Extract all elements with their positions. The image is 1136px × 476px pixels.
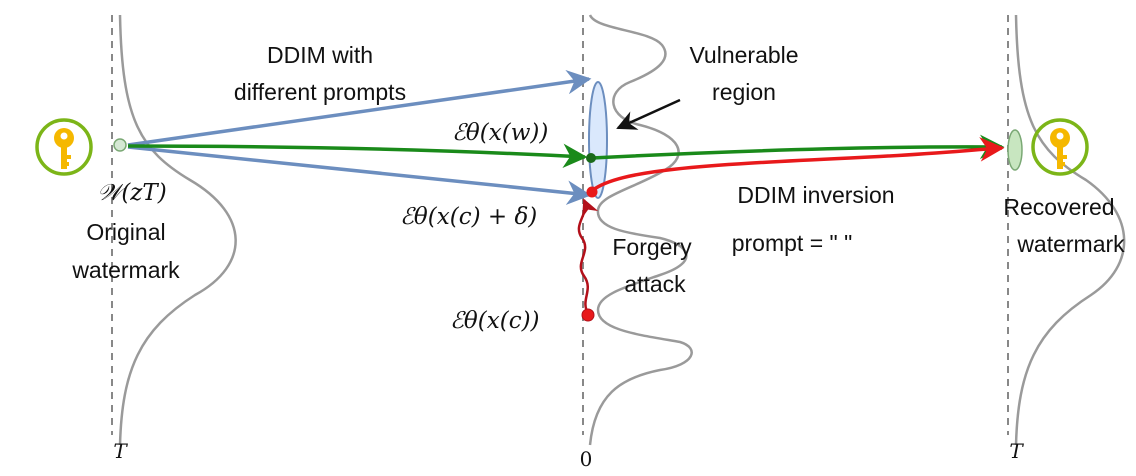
green-watermark-point: [586, 153, 596, 163]
ddim-inversion-label: DDIM inversion: [737, 182, 894, 208]
key-icon: [1031, 118, 1089, 176]
left-gaussian-curve: [118, 14, 237, 446]
original-watermark-label-line2: watermark: [71, 257, 180, 283]
blue-arrow-upper: [127, 69, 592, 147]
w-zt-label: 𝒲(zT): [97, 180, 167, 206]
red-forged-point: [586, 186, 598, 198]
vulnerable-region-label-line1: Vulnerable: [689, 42, 798, 68]
ddim-prompts-label-line2: different prompts: [234, 79, 406, 105]
vulnerable-region-ellipse: [588, 81, 608, 199]
forgery-attack-label-line2: attack: [624, 271, 686, 297]
eps-c-delta-label: ℰθ(x(c) + δ): [400, 204, 537, 230]
forgery-attack-label-line1: Forgery: [612, 234, 692, 260]
eps-w-label: ℰθ(x(w)): [452, 120, 548, 146]
middle-multimodal-curve: [588, 14, 693, 446]
prompt-empty-label: prompt = " ": [732, 230, 853, 256]
axis-left-label: T: [113, 439, 128, 463]
right-gaussian-curve: [1014, 14, 1126, 446]
vulnerable-region-label-line2: region: [712, 79, 776, 105]
green-arrow-left: [127, 143, 588, 169]
axis-right-label: T: [1009, 439, 1024, 463]
original-watermark-point: [113, 138, 127, 152]
red-arrow-inversion: [591, 137, 1005, 192]
forgery-wavy-arrow: [577, 198, 599, 314]
recovered-watermark-label-line1: Recovered: [1003, 194, 1114, 220]
key-icon: [35, 118, 93, 176]
vulnerable-region-pointer: [616, 98, 681, 130]
recovered-watermark-ellipse: [1007, 129, 1023, 171]
eps-c-label: ℰθ(x(c)): [450, 308, 540, 334]
original-watermark-label-line1: Original: [86, 219, 165, 245]
ddim-prompts-label-line1: DDIM with: [267, 42, 373, 68]
blue-arrow-lower: [127, 145, 592, 205]
recovered-watermark-label-line2: watermark: [1016, 231, 1125, 257]
axis-middle-label: 0: [580, 447, 593, 471]
green-arrow-right: [591, 134, 1005, 160]
red-clean-point: [581, 308, 595, 322]
